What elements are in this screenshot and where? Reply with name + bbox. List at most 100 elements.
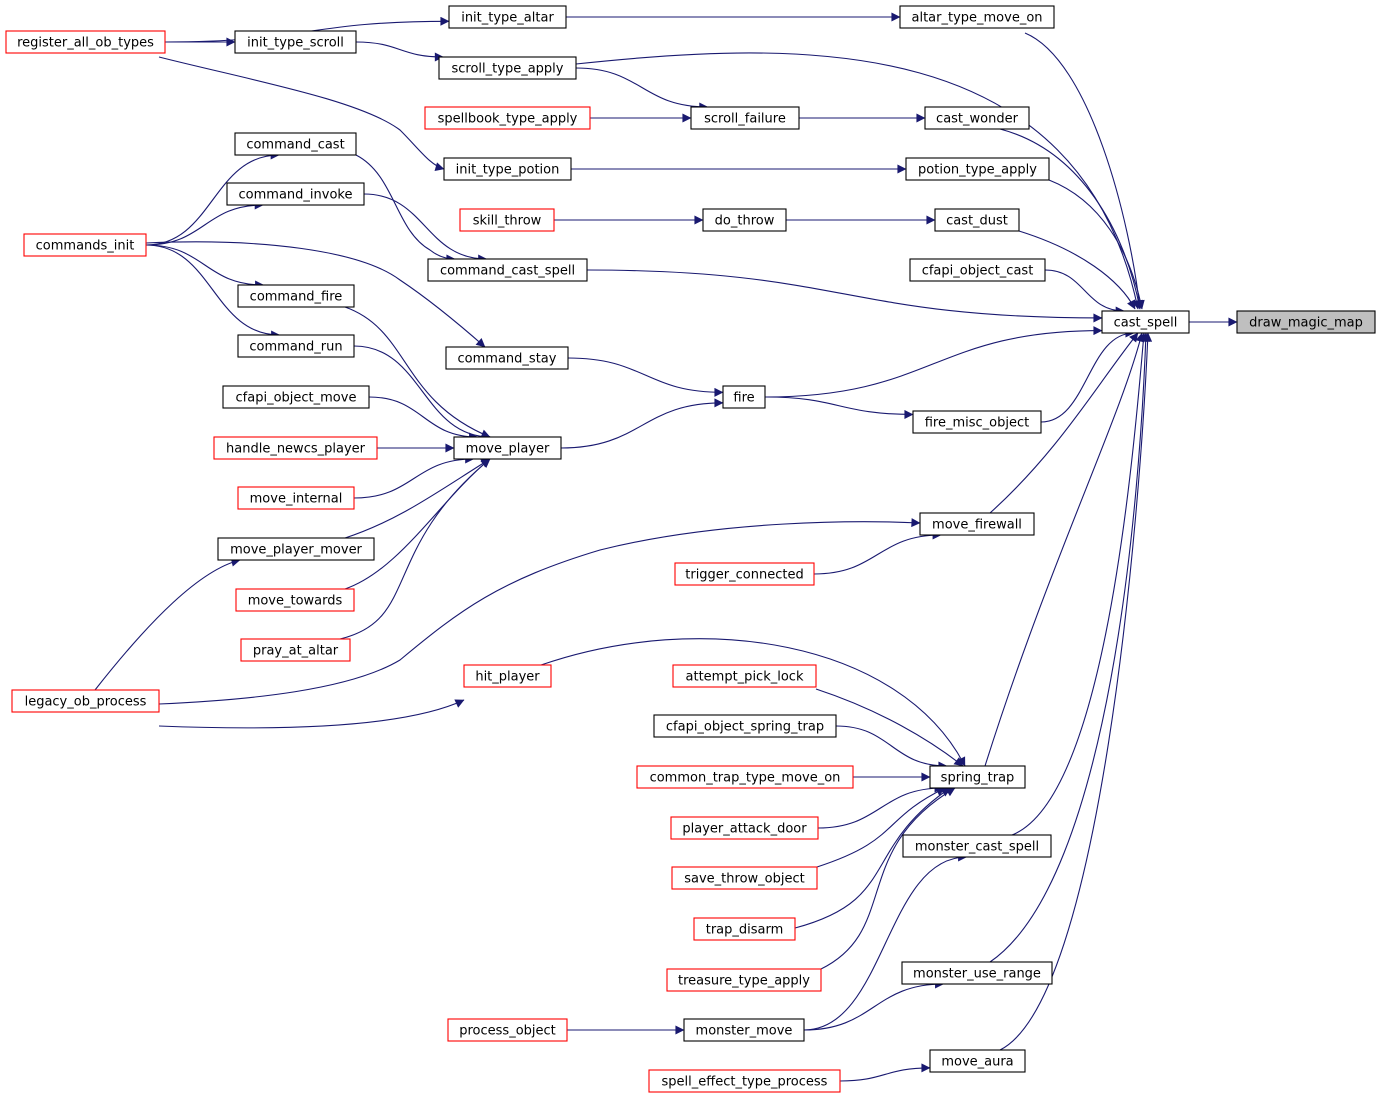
node-box	[222, 385, 370, 409]
node-draw-magic-map[interactable]: draw_magic_map	[1236, 310, 1376, 334]
node-label: trigger_connected	[685, 568, 803, 583]
node-pray-at-altar[interactable]: pray_at_altar	[240, 638, 351, 662]
node-label: move_internal	[250, 492, 343, 507]
edge-command_fire-to-move_player	[344, 306, 491, 438]
node-box	[438, 56, 577, 80]
node-box	[5, 30, 166, 54]
node-spell-effect-type-process[interactable]: spell_effect_type_process	[648, 1069, 841, 1093]
node-skill-throw[interactable]: skill_throw	[459, 208, 555, 232]
node-register-all-ob-types[interactable]: register_all_ob_types	[5, 30, 166, 54]
node-label: register_all_ob_types	[17, 36, 154, 51]
node-box	[670, 816, 819, 840]
edge-fire-to-cast_spell	[764, 326, 1103, 398]
node-command-run[interactable]: command_run	[237, 334, 355, 358]
node-label: command_invoke	[239, 188, 353, 203]
node-do-throw[interactable]: do_throw	[702, 208, 787, 232]
node-save-throw-object[interactable]: save_throw_object	[671, 866, 818, 890]
node-label: attempt_pick_lock	[686, 670, 804, 685]
node-box	[666, 968, 822, 992]
node-spellbook-type-apply[interactable]: spellbook_type_apply	[424, 106, 591, 130]
node-box	[929, 1049, 1026, 1073]
node-box	[924, 106, 1030, 130]
node-move-player[interactable]: move_player	[453, 436, 562, 460]
node-label: legacy_ob_process	[25, 695, 147, 710]
node-label: move_towards	[248, 594, 343, 609]
node-scroll-failure[interactable]: scroll_failure	[690, 106, 800, 130]
edge-scroll_type_apply-to-scroll_failure	[575, 67, 709, 112]
node-label: command_run	[249, 340, 342, 355]
node-legacy-ob-process[interactable]: legacy_ob_process	[11, 689, 160, 713]
node-init-type-scroll[interactable]: init_type_scroll	[234, 30, 357, 54]
node-box	[683, 1018, 805, 1042]
node-box	[217, 537, 375, 561]
node-box	[463, 664, 552, 688]
node-label: cast_dust	[946, 214, 1008, 229]
node-box	[23, 233, 147, 257]
node-move-towards[interactable]: move_towards	[235, 588, 355, 612]
node-move-internal[interactable]: move_internal	[237, 486, 355, 510]
node-box	[899, 5, 1055, 29]
node-monster-cast-spell[interactable]: monster_cast_spell	[902, 834, 1052, 858]
node-monster-move[interactable]: monster_move	[683, 1018, 805, 1042]
node-init-type-altar[interactable]: init_type_altar	[448, 5, 567, 29]
edge-cast_dust-to-cast_spell	[1018, 230, 1136, 310]
node-trigger-connected[interactable]: trigger_connected	[674, 562, 815, 586]
edge-pray_at_altar-to-move_player	[339, 458, 491, 640]
node-box	[929, 765, 1026, 789]
node-move-aura[interactable]: move_aura	[929, 1049, 1026, 1073]
node-move-firewall[interactable]: move_firewall	[919, 512, 1035, 536]
node-label: scroll_type_apply	[452, 62, 564, 77]
node-label: process_object	[459, 1024, 556, 1039]
node-fire[interactable]: fire	[722, 385, 766, 409]
node-box	[453, 436, 562, 460]
node-treasure-type-apply[interactable]: treasure_type_apply	[666, 968, 822, 992]
node-trap-disarm[interactable]: trap_disarm	[693, 917, 796, 941]
node-label: monster_use_range	[913, 967, 1041, 982]
edge-move_firewall-to-cast_spell	[989, 332, 1139, 514]
edge-command_cast-to-command_cast_spell	[355, 154, 456, 264]
node-command-cast[interactable]: command_cast	[234, 132, 357, 156]
node-init-type-potion[interactable]: init_type_potion	[443, 157, 572, 181]
node-cast-wonder[interactable]: cast_wonder	[924, 106, 1030, 130]
node-spring-trap[interactable]: spring_trap	[929, 765, 1026, 789]
node-handle-newcs-player[interactable]: handle_newcs_player	[213, 436, 378, 460]
node-label: init_type_scroll	[247, 36, 344, 51]
edge-trigger_connected-to-move_firewall	[813, 530, 942, 575]
node-monster-use-range[interactable]: monster_use_range	[901, 961, 1053, 985]
node-scroll-type-apply[interactable]: scroll_type_apply	[438, 56, 577, 80]
node-altar-type-move-on[interactable]: altar_type_move_on	[899, 5, 1055, 29]
node-fire-misc-object[interactable]: fire_misc_object	[912, 410, 1042, 434]
node-cast-dust[interactable]: cast_dust	[934, 208, 1020, 232]
node-cfapi-object-spring-trap[interactable]: cfapi_object_spring_trap	[653, 714, 837, 738]
node-process-object[interactable]: process_object	[447, 1018, 568, 1042]
node-cfapi-object-move[interactable]: cfapi_object_move	[222, 385, 370, 409]
node-box	[237, 284, 355, 308]
node-box	[445, 346, 569, 370]
edge-commands_init-to-command_invoke	[145, 200, 264, 246]
node-move-player-mover[interactable]: move_player_mover	[217, 537, 375, 561]
node-label: player_attack_door	[682, 822, 807, 837]
node-label: cfapi_object_spring_trap	[666, 720, 824, 735]
node-commands-init[interactable]: commands_init	[23, 233, 147, 257]
node-box	[902, 834, 1052, 858]
node-player-attack-door[interactable]: player_attack_door	[670, 816, 819, 840]
node-box	[901, 961, 1053, 985]
edge-attempt_pick_lock-to-spring_trap	[815, 688, 964, 767]
node-cast-spell[interactable]: cast_spell	[1101, 310, 1190, 334]
edge-legacy_ob_process-to-move_firewall	[158, 518, 921, 705]
node-common-trap-type-move-on[interactable]: common_trap_type_move_on	[636, 765, 854, 789]
node-command-stay[interactable]: command_stay	[445, 346, 569, 370]
node-command-invoke[interactable]: command_invoke	[226, 182, 365, 206]
node-hit-player[interactable]: hit_player	[463, 664, 552, 688]
node-label: save_throw_object	[684, 872, 804, 887]
node-command-cast-spell[interactable]: command_cast_spell	[427, 258, 588, 282]
node-label: command_fire	[250, 290, 343, 305]
node-cfapi-object-cast[interactable]: cfapi_object_cast	[909, 258, 1046, 282]
edge-commands_init-to-command_fire	[145, 244, 265, 290]
node-label: move_firewall	[932, 518, 1022, 533]
node-label: do_throw	[715, 214, 775, 229]
node-potion-type-apply[interactable]: potion_type_apply	[905, 157, 1050, 181]
node-command-fire[interactable]: command_fire	[237, 284, 355, 308]
node-box	[934, 208, 1020, 232]
node-attempt-pick-lock[interactable]: attempt_pick_lock	[672, 664, 817, 688]
